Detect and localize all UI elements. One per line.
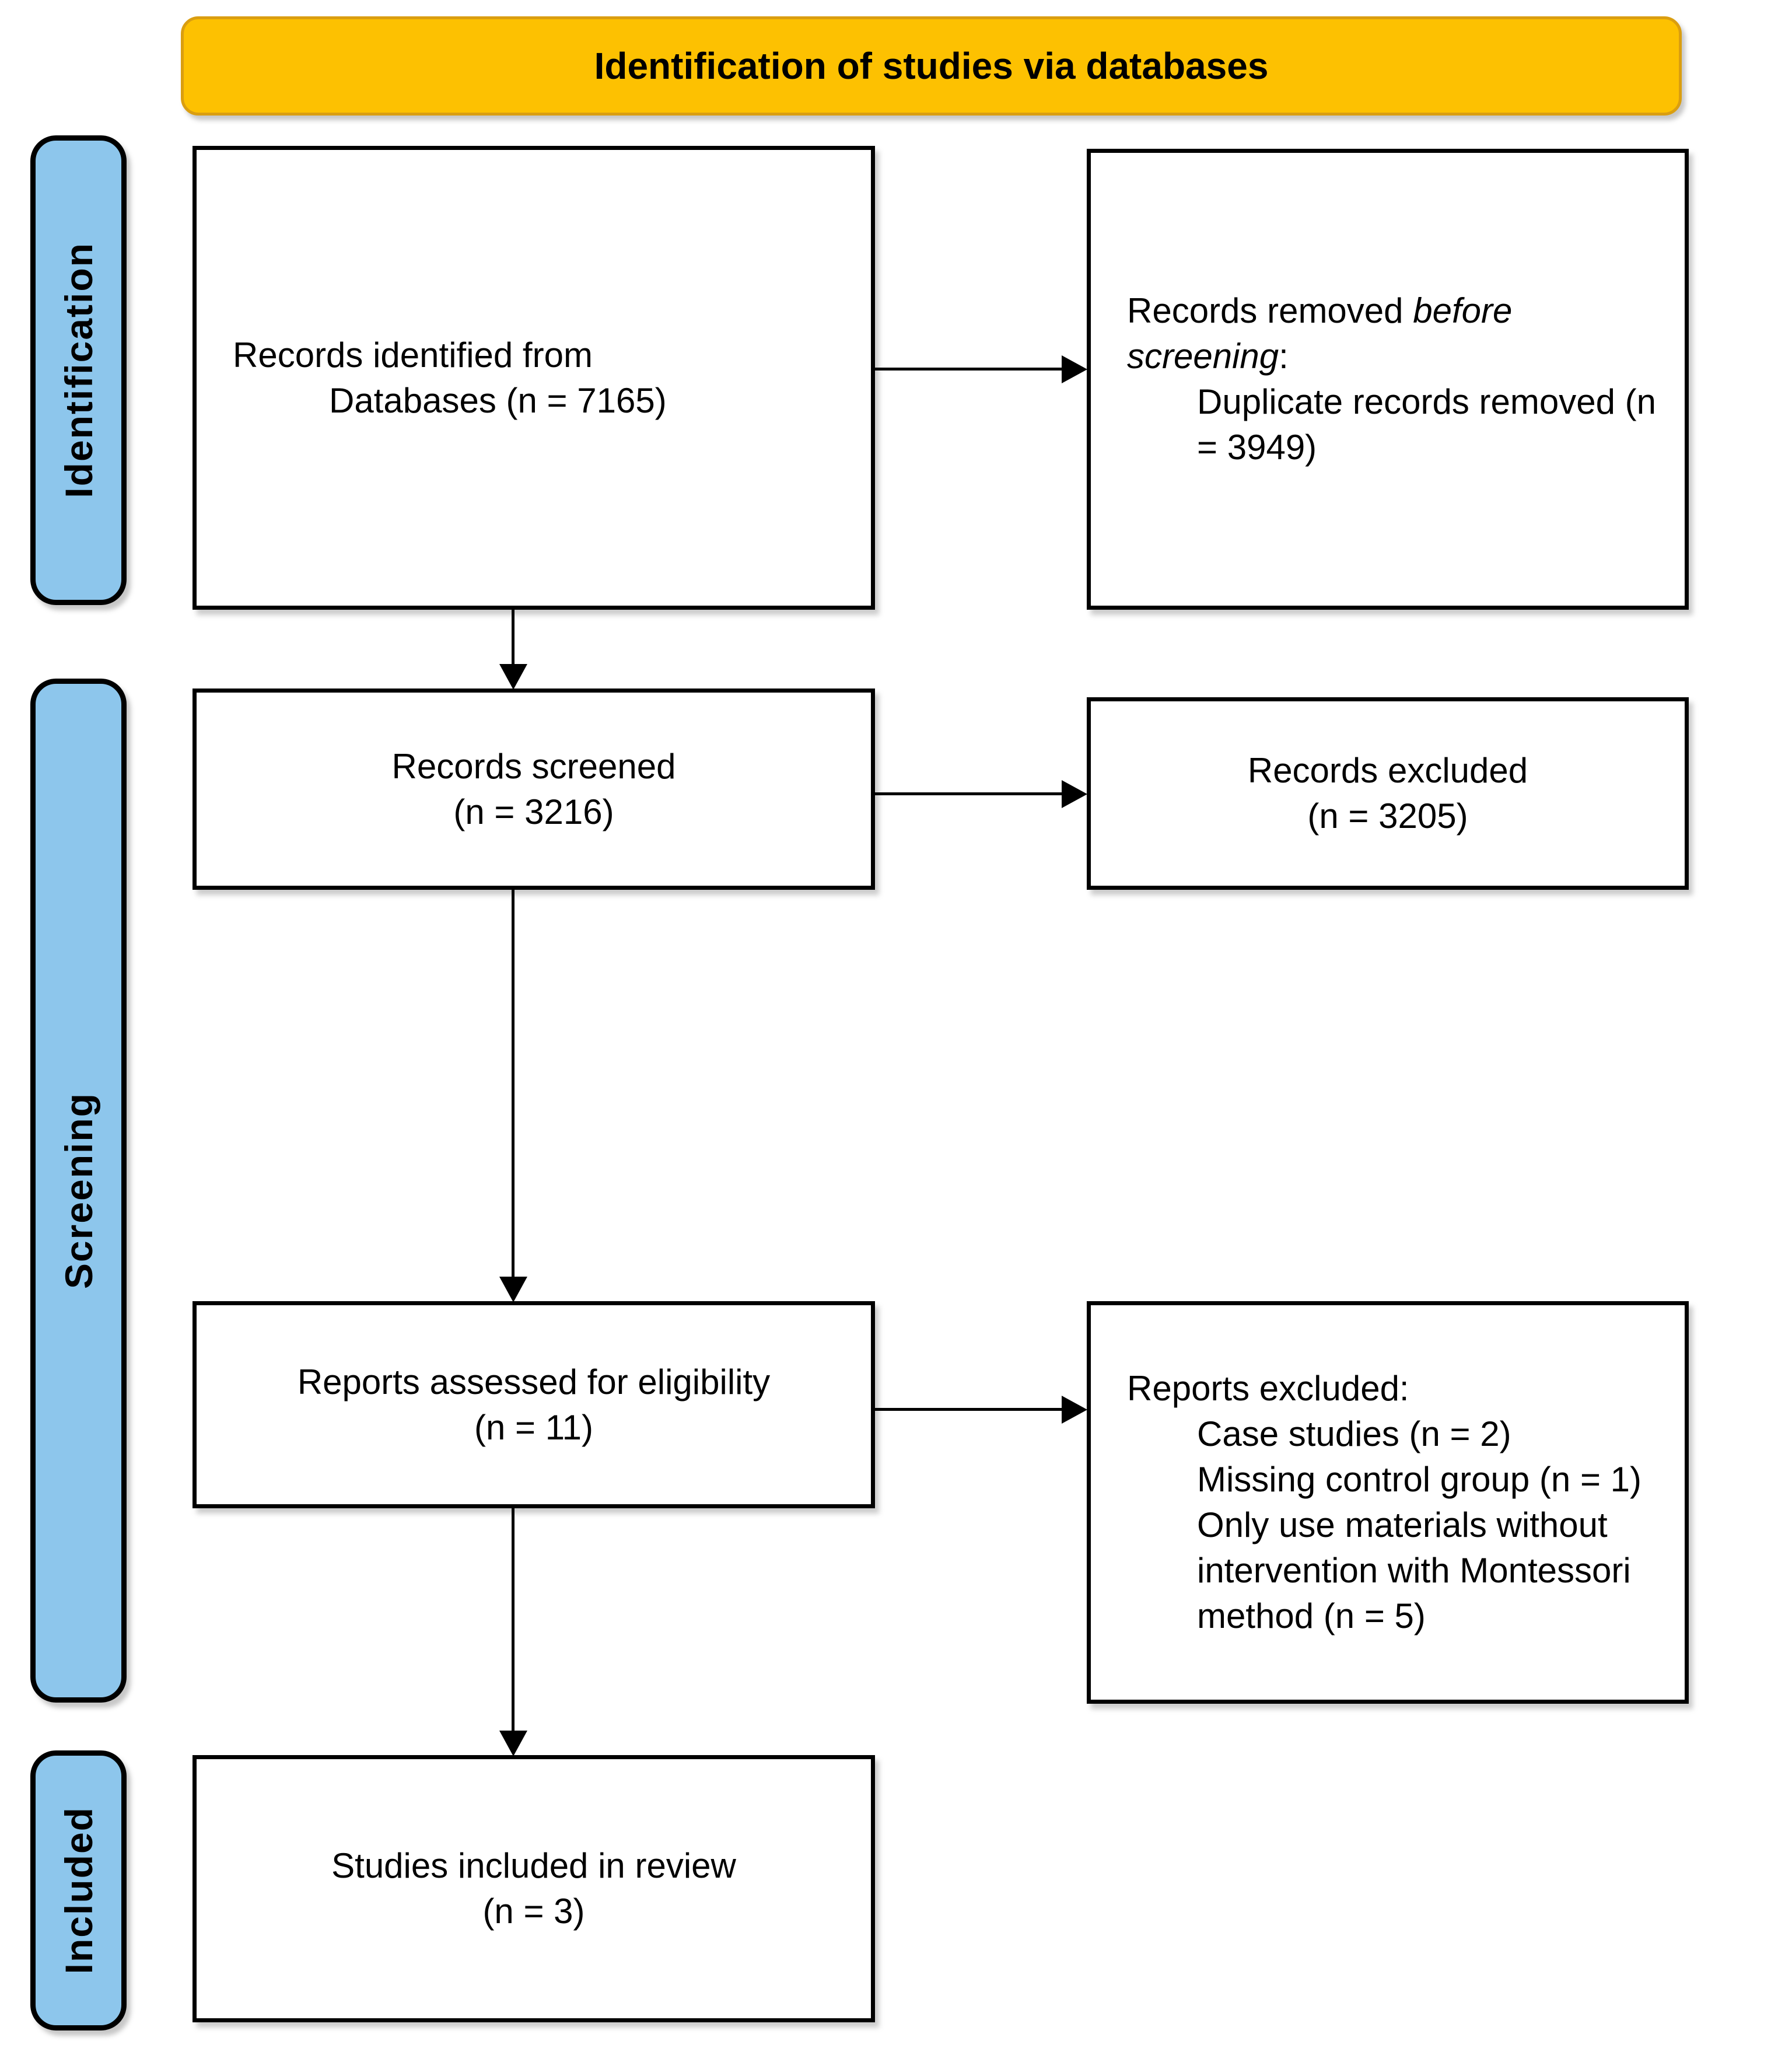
box-records-identified-text: Records identified from Databases (n = 7… bbox=[197, 150, 871, 606]
records-screened-line1: Records screened bbox=[391, 746, 676, 786]
records-removed-intro-italic: before screening bbox=[1127, 291, 1522, 376]
box-reports-excluded: Reports excluded: Case studies (n = 2) M… bbox=[1087, 1301, 1689, 1704]
box-records-excluded-text: Records excluded (n = 3205) bbox=[1091, 701, 1685, 886]
records-excluded-line2: (n = 3205) bbox=[1307, 796, 1468, 836]
box-records-screened: Records screened (n = 3216) bbox=[192, 689, 875, 890]
reports-excluded-item-2: Missing control group (n = 1) bbox=[1197, 1460, 1642, 1499]
stage-identification: Identification bbox=[30, 135, 127, 605]
arrow-head-right-icon bbox=[1062, 780, 1087, 808]
arrow-line bbox=[874, 792, 1063, 795]
box-studies-included: Studies included in review (n = 3) bbox=[192, 1755, 875, 2022]
arrow-head-down-icon bbox=[499, 1731, 527, 1756]
arrow-line bbox=[874, 368, 1063, 371]
records-removed-item: Duplicate records removed (n = 3949) bbox=[1197, 382, 1657, 467]
stage-label-screening: Screening bbox=[57, 1092, 100, 1289]
reports-assessed-line2: (n = 11) bbox=[474, 1407, 593, 1447]
box-reports-assessed-text: Reports assessed for eligibility (n = 11… bbox=[197, 1305, 871, 1504]
studies-included-line2: (n = 3) bbox=[482, 1892, 585, 1931]
arrow-head-down-icon bbox=[499, 1277, 527, 1302]
stage-label-identification: Identification bbox=[57, 242, 100, 498]
box-records-screened-text: Records screened (n = 3216) bbox=[197, 693, 871, 886]
arrow-line bbox=[512, 1508, 514, 1732]
reports-assessed-line1: Reports assessed for eligibility bbox=[297, 1362, 771, 1402]
arrow-head-right-icon bbox=[1062, 355, 1087, 383]
reports-excluded-item-1: Case studies (n = 2) bbox=[1197, 1414, 1511, 1453]
records-excluded-line1: Records excluded bbox=[1247, 751, 1528, 790]
records-identified-line1: Records identified from bbox=[233, 335, 593, 375]
records-removed-intro-suffix: : bbox=[1279, 337, 1289, 376]
box-records-removed-text: Records removed before screening: Duplic… bbox=[1091, 153, 1685, 606]
box-reports-assessed: Reports assessed for eligibility (n = 11… bbox=[192, 1301, 875, 1508]
stage-included: Included bbox=[30, 1750, 127, 2030]
reports-excluded-item-3: Only use materials without intervention … bbox=[1197, 1505, 1631, 1635]
records-removed-intro-regular: Records removed bbox=[1127, 291, 1413, 330]
records-identified-line2: Databases (n = 7165) bbox=[329, 380, 667, 420]
records-screened-line2: (n = 3216) bbox=[453, 792, 614, 831]
arrow-line bbox=[874, 1408, 1063, 1411]
banner-title: Identification of studies via databases bbox=[594, 45, 1269, 87]
box-records-identified: Records identified from Databases (n = 7… bbox=[192, 146, 875, 610]
box-studies-included-text: Studies included in review (n = 3) bbox=[197, 1759, 871, 2018]
stage-screening: Screening bbox=[30, 679, 127, 1703]
arrow-line bbox=[512, 610, 514, 666]
stage-label-included: Included bbox=[57, 1806, 100, 1974]
box-reports-excluded-text: Reports excluded: Case studies (n = 2) M… bbox=[1091, 1305, 1685, 1700]
banner: Identification of studies via databases bbox=[181, 16, 1682, 116]
studies-included-line1: Studies included in review bbox=[331, 1846, 736, 1885]
arrow-head-right-icon bbox=[1062, 1396, 1087, 1424]
box-records-excluded: Records excluded (n = 3205) bbox=[1087, 697, 1689, 890]
arrow-line bbox=[512, 890, 514, 1278]
reports-excluded-intro: Reports excluded: bbox=[1127, 1369, 1409, 1408]
arrow-head-down-icon bbox=[499, 664, 527, 690]
box-records-removed: Records removed before screening: Duplic… bbox=[1087, 149, 1689, 610]
records-removed-intro: Records removed before screening: bbox=[1127, 288, 1661, 379]
